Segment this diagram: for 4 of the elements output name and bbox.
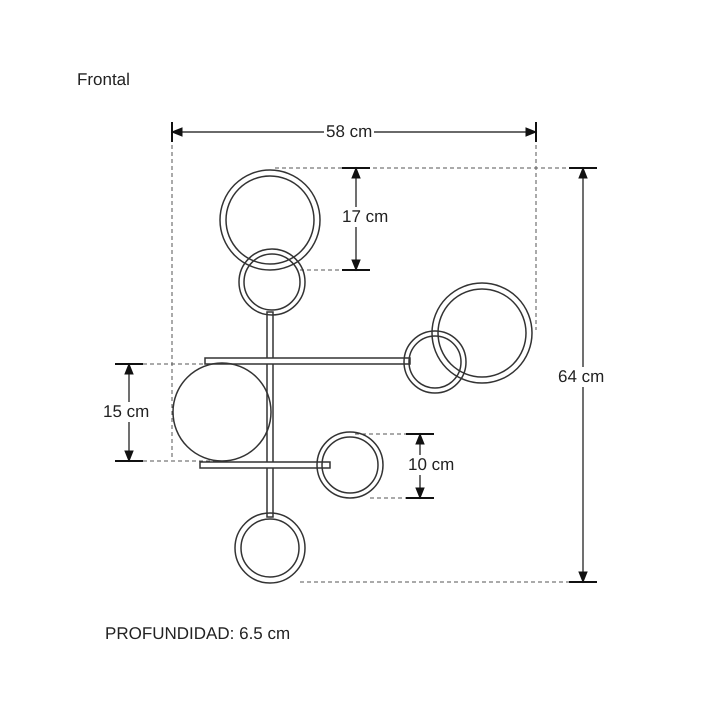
dimension-label: 15 cm [101,402,152,422]
dimension-label: 10 cm [406,455,456,475]
dimension-label: 17 cm [340,207,390,227]
dimension-label: 64 cm [556,367,606,387]
